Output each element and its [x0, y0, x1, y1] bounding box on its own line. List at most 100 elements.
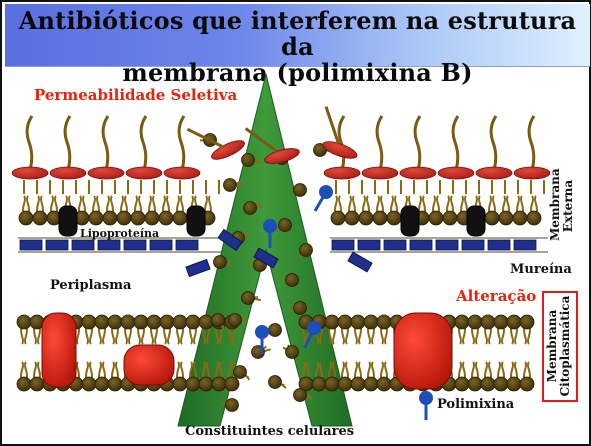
phospholipid — [507, 315, 521, 344]
phospholipid — [173, 362, 187, 391]
label-alteracao: Alteração — [456, 287, 536, 305]
lps-chain — [339, 116, 344, 170]
murein-block — [358, 240, 380, 250]
murein-block — [462, 240, 484, 250]
lps-chain — [453, 116, 458, 170]
phospholipid — [173, 315, 187, 344]
phospholipid — [345, 196, 359, 225]
murein-block — [176, 240, 198, 250]
phospholipid — [351, 315, 365, 344]
porin — [401, 206, 419, 236]
phospholipid — [481, 362, 495, 391]
label-periplasma: Periplasma — [50, 278, 131, 293]
phospholipid — [485, 196, 499, 225]
phospholipid — [186, 315, 200, 344]
phospholipid — [159, 196, 173, 225]
label-polimixina: Polimixina — [437, 397, 514, 412]
phospholipid — [359, 196, 373, 225]
phospholipid — [160, 315, 174, 344]
phospholipid — [387, 196, 401, 225]
phospholipid — [351, 362, 365, 391]
label-permeabilidade: Permeabilidade Seletiva — [34, 86, 237, 104]
phospholipid — [17, 315, 31, 344]
displaced-lps — [187, 110, 246, 168]
phospholipid — [121, 315, 135, 344]
lps-chain — [65, 116, 70, 170]
phospholipid — [338, 315, 352, 344]
debris-lipid — [269, 376, 287, 389]
porin — [187, 206, 205, 236]
label-lipoproteina: Lipoproteína — [80, 227, 159, 240]
lps-chain — [103, 116, 108, 170]
displaced-murein — [186, 260, 210, 277]
murein-block — [384, 240, 406, 250]
murein-block — [98, 240, 120, 250]
phospholipid — [108, 315, 122, 344]
porin — [59, 206, 77, 236]
phospholipid — [33, 196, 47, 225]
label-constituintes: Constituintes celulares — [185, 424, 354, 439]
phospholipid — [108, 362, 122, 391]
murein-block — [150, 240, 172, 250]
lps-core — [324, 167, 360, 179]
murein-block — [124, 240, 146, 250]
murein-block — [20, 240, 42, 250]
phospholipid — [494, 362, 508, 391]
lps-core — [50, 167, 86, 179]
lps-core — [476, 167, 512, 179]
label-membrana-citoplasmatica: Membrana Citoplasmática — [546, 293, 574, 399]
label-membrana-externa: Membrana Externa — [549, 171, 577, 241]
phospholipid — [513, 196, 527, 225]
porin — [467, 206, 485, 236]
lps-chain — [491, 116, 496, 170]
polymyxin-icon — [419, 391, 433, 420]
phospholipid — [95, 362, 109, 391]
phospholipid — [331, 196, 345, 225]
phospholipid — [468, 362, 482, 391]
phospholipid — [364, 315, 378, 344]
phospholipid — [468, 315, 482, 344]
phospholipid — [134, 315, 148, 344]
phospholipid — [82, 315, 96, 344]
phospholipid — [527, 196, 541, 225]
phospholipid — [95, 315, 109, 344]
debris-lipid — [242, 292, 261, 305]
phospholipid — [19, 196, 33, 225]
lps-core — [362, 167, 398, 179]
lps-core — [438, 167, 474, 179]
phospholipid — [481, 315, 495, 344]
phospholipid — [520, 315, 534, 344]
lps-chain — [179, 116, 184, 170]
phospholipid — [147, 315, 161, 344]
lps-core — [400, 167, 436, 179]
lps-core — [88, 167, 124, 179]
phospholipid — [520, 362, 534, 391]
lps-chain — [27, 116, 32, 170]
murein-block — [410, 240, 432, 250]
phospholipid — [131, 196, 145, 225]
polymyxin-icon — [309, 182, 336, 214]
phospholipid — [103, 196, 117, 225]
phospholipid — [89, 196, 103, 225]
lps-core — [12, 167, 48, 179]
phospholipid — [17, 362, 31, 391]
phospholipid — [82, 362, 96, 391]
murein-block — [488, 240, 510, 250]
murein-block — [436, 240, 458, 250]
murein-block — [46, 240, 68, 250]
phospholipid — [429, 196, 443, 225]
phospholipid — [173, 196, 187, 225]
phospholipid — [377, 362, 391, 391]
phospholipid — [145, 196, 159, 225]
lps-core — [126, 167, 162, 179]
label-mureina: Mureína — [510, 262, 572, 277]
murein-block — [514, 240, 536, 250]
membrane-protein — [394, 313, 452, 389]
label-membrana-externa-line2: Externa — [562, 171, 575, 241]
debris-lipid — [283, 345, 298, 358]
phospholipid — [377, 315, 391, 344]
displaced-murein — [348, 252, 372, 272]
phospholipid — [494, 315, 508, 344]
lps-chain — [377, 116, 382, 170]
